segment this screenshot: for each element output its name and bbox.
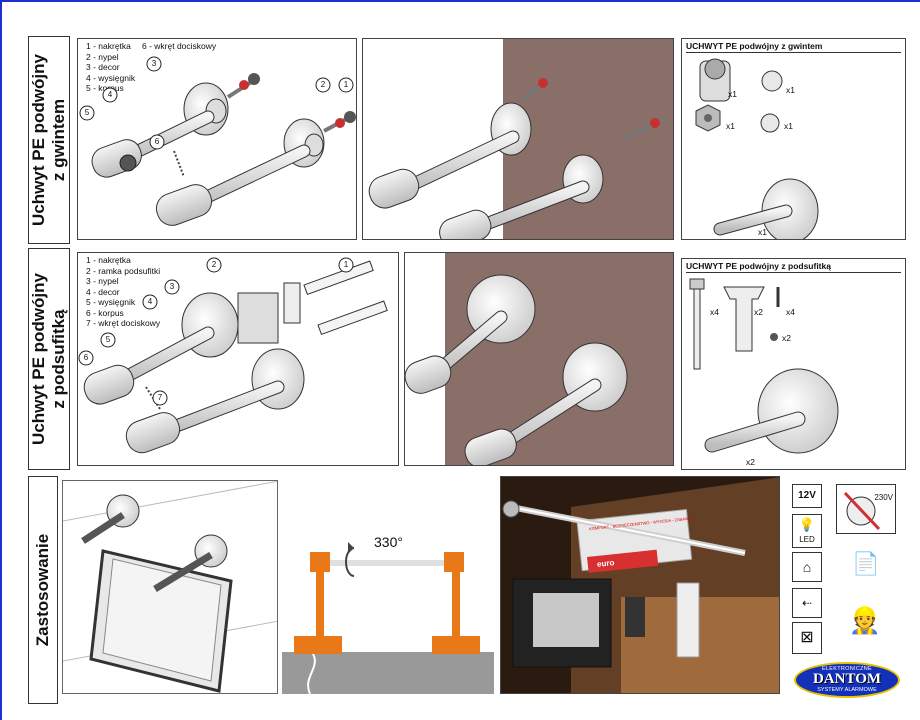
legend-item: 4 - decor: [86, 286, 120, 297]
legend-item: 3 - nypel: [86, 276, 119, 286]
section-threaded-title-1: Uchwyt PE podwójny: [29, 54, 48, 226]
no-bin-icon: ⊠: [792, 622, 822, 654]
arrow-icon: ⇠: [792, 588, 822, 618]
usage-rotation-panel: 330°: [282, 480, 494, 694]
voltage-12v-icon: 12V: [792, 484, 822, 508]
callout: 1: [343, 260, 349, 269]
threaded-exploded-drawing: [79, 56, 356, 226]
flush-kit-panel: UCHWYT PE podwójny z podsufitką x4 x2 x4…: [681, 258, 906, 470]
installer-icon: 👷: [840, 592, 890, 650]
legend-item: 7 - wkręt dociskowy: [86, 318, 161, 328]
callout: 2: [211, 260, 217, 269]
led-icon: 💡 LED: [792, 514, 822, 548]
kit-qty: x1: [728, 89, 737, 99]
legend-item: 2 - ramka podsufitki: [86, 265, 161, 276]
section-flush-title-1: Uchwyt PE podwójny: [29, 273, 48, 445]
legend-item: 5 - korpus: [86, 83, 124, 93]
section-flush-title-2: z podsufitką: [49, 309, 68, 409]
usage-rotation-drawing: [282, 542, 494, 694]
kit-qty: x1: [786, 85, 795, 95]
legend-item: 4 - wysięgnik: [86, 72, 136, 83]
logo-bottom-text: SYSTEMY ALARMOWE: [817, 687, 877, 693]
indoor-use-icon: ⌂: [792, 552, 822, 582]
kit-qty: x1: [784, 121, 793, 131]
legend-item: 6 - wkręt dociskowy: [142, 41, 217, 51]
callout: 4: [147, 297, 153, 306]
no-230v-icon: 230V: [836, 484, 896, 534]
callout: 6: [83, 353, 89, 362]
callout: 2: [320, 80, 326, 89]
kit-qty: x4: [786, 307, 795, 317]
section-usage-label: Zastosowanie: [28, 476, 58, 704]
logo-top-text: ELEKTRONICZNE: [821, 666, 873, 672]
usage-photo-drawing: [501, 477, 779, 693]
led-label: LED: [799, 535, 815, 544]
threaded-legend: 1 - nakrętka 2 - nypel 3 - decor 4 - wys…: [86, 41, 135, 94]
kit-qty: x1: [726, 121, 735, 131]
legend-item: 2 - nypel: [86, 51, 119, 62]
voltage-12v-label: 12V: [798, 490, 816, 501]
flush-exploded-drawing: [78, 257, 388, 454]
flush-mounted-panel: [404, 252, 674, 466]
callout: 7: [157, 393, 163, 402]
flush-kit-drawing: [689, 278, 839, 454]
callout: 3: [151, 59, 157, 68]
usage-photo-panel: KOMFORT - BEZPIECZEŃSTWO - WYGODA - ZABA…: [500, 476, 780, 694]
threaded-kit-title: UCHWYT PE podwójny z gwintem: [686, 41, 901, 53]
callout: 4: [107, 90, 113, 99]
section-flush-label: Uchwyt PE podwójny z podsufitką: [28, 248, 70, 470]
callout: 5: [84, 108, 90, 117]
callout: 5: [105, 335, 111, 344]
threaded-mounted-panel: [362, 38, 674, 240]
callout: 3: [169, 282, 175, 291]
legend-item: 1 - nakrętka: [86, 255, 131, 265]
dantom-logo: ELEKTRONICZNE DANTOM SYSTEMY ALARMOWE: [794, 662, 900, 698]
legend-item: 1 - nakrętka: [86, 41, 131, 51]
threaded-kit-panel: UCHWYT PE podwójny z gwintem x1 x1 x1 x1…: [681, 38, 906, 240]
logo-name: DANTOM: [812, 671, 882, 687]
rotation-label: 330°: [374, 534, 403, 550]
section-threaded-title-2: z gwintem: [49, 98, 68, 182]
kit-qty: x2: [754, 307, 763, 317]
kit-qty: x2: [782, 333, 791, 343]
kit-qty: x2: [746, 457, 755, 467]
kit-qty: x4: [710, 307, 719, 317]
legend-item: 6 - korpus: [86, 307, 124, 318]
section-threaded-label: Uchwyt PE podwójny z gwintem: [28, 36, 70, 244]
callout: 6: [154, 137, 160, 146]
section-usage-title: Zastosowanie: [33, 533, 52, 647]
legend-item: 5 - wysięgnik: [86, 297, 136, 307]
flush-mounted-drawing: [405, 253, 673, 465]
flush-kit-title: UCHWYT PE podwójny z podsufitką: [686, 261, 901, 273]
callout: 1: [343, 80, 349, 89]
threaded-kit-drawing: [695, 58, 819, 239]
sign-text: euro: [596, 558, 615, 569]
no-230v-label: 230V: [874, 493, 893, 502]
usage-mirror-panel: [62, 480, 278, 694]
legend-item: 3 - decor: [86, 62, 120, 72]
usage-mirror-drawing: [63, 481, 277, 693]
flush-legend: 1 - nakrętka 2 - ramka podsufitki 3 - ny…: [86, 255, 160, 329]
kit-qty: x1: [758, 227, 767, 237]
flush-exploded-panel: 1 - nakrętka 2 - ramka podsufitki 3 - ny…: [77, 252, 399, 466]
manual-icon: 📄: [846, 544, 886, 586]
threaded-mounted-drawing: [368, 39, 673, 239]
threaded-exploded-panel: 1 - nakrętka 2 - nypel 3 - decor 4 - wys…: [77, 38, 357, 240]
